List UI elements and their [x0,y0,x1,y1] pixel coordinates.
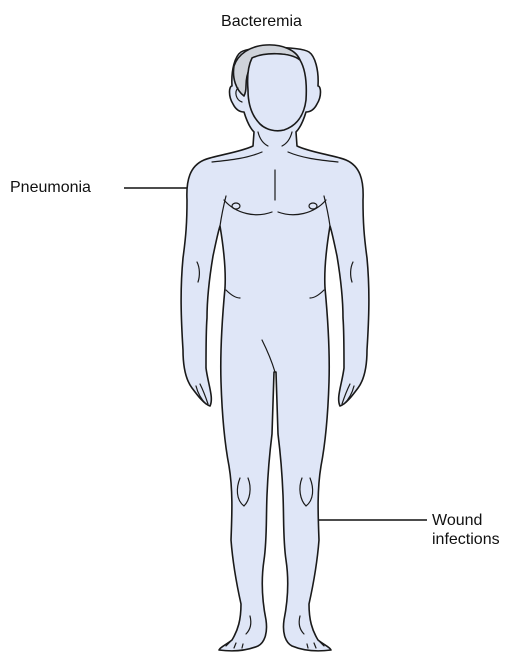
body-silhouette [181,48,369,651]
face [248,54,307,131]
